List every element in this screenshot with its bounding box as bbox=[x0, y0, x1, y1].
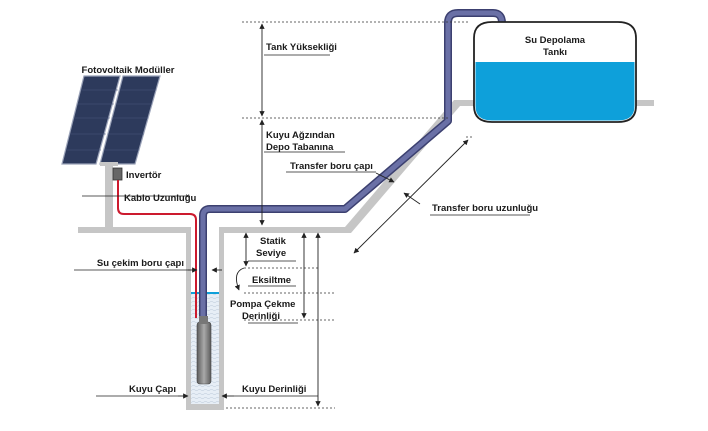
pump-depth-line2: Derinliği bbox=[242, 311, 280, 322]
tank-label-line1: Su Depolama bbox=[525, 35, 586, 46]
static-level-line1: Statik bbox=[260, 236, 287, 247]
solar-panel bbox=[61, 75, 161, 165]
well-depth-label: Kuyu Derinliği bbox=[242, 384, 306, 395]
drawdown-label: Eksiltme bbox=[252, 275, 291, 286]
drawdown-arc bbox=[234, 267, 245, 291]
inverter-label: Invertör bbox=[126, 170, 162, 181]
pv-modules-label: Fotovoltaik Modüller bbox=[82, 65, 175, 76]
transfer-diameter-a bbox=[375, 172, 395, 183]
pump-depth-line1: Pompa Çekme bbox=[230, 299, 295, 310]
water-tank bbox=[473, 21, 637, 123]
pump bbox=[196, 321, 212, 385]
static-level-line2: Seviye bbox=[256, 248, 286, 259]
inverter-box bbox=[112, 167, 123, 181]
well-to-tank-line1: Kuyu Ağzından bbox=[266, 130, 335, 141]
power-cable bbox=[117, 180, 197, 318]
transfer-pipe bbox=[200, 10, 505, 320]
pointer-arrows bbox=[178, 172, 421, 399]
transfer-diameter-b bbox=[403, 192, 421, 205]
suction-pipe-diameter-label: Su çekim boru çapı bbox=[97, 258, 184, 269]
leader-lines bbox=[74, 54, 530, 397]
cable-length-label: Kablo Uzunluğu bbox=[124, 193, 196, 204]
well-diameter-label: Kuyu Çapı bbox=[129, 384, 176, 395]
dimension-arrows bbox=[234, 23, 469, 407]
guide-lines bbox=[226, 21, 474, 409]
tank-height-label: Tank Yüksekliği bbox=[266, 42, 337, 53]
tank-label-line2: Tankı bbox=[543, 47, 567, 58]
well-to-tank-line2: Depo Tabanına bbox=[266, 142, 334, 153]
transfer-pipe-diameter-label: Transfer boru çapı bbox=[290, 161, 373, 172]
transfer-length-dim bbox=[353, 139, 469, 254]
transfer-pipe-length-label: Transfer boru uzunluğu bbox=[432, 203, 538, 214]
